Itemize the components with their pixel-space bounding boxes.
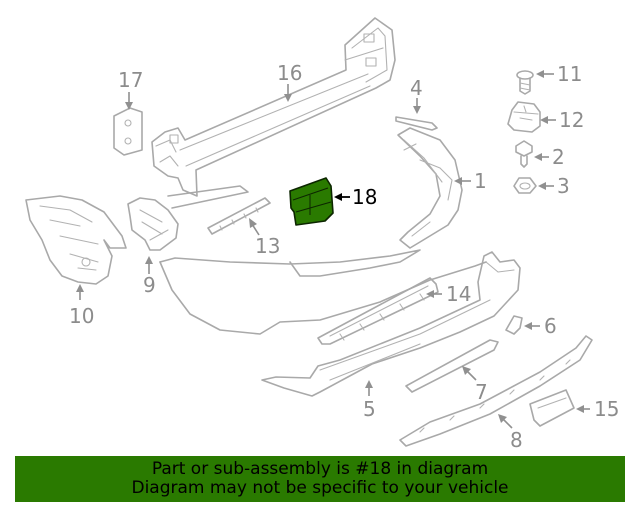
part-2-bolt bbox=[515, 140, 533, 168]
banner-line-2: Diagram may not be specific to your vehi… bbox=[131, 478, 509, 498]
part-13-bracket bbox=[207, 197, 271, 235]
diagram-notice-banner: Part or sub-assembly is #18 in diagram D… bbox=[15, 456, 625, 502]
part-18-highlighted[interactable] bbox=[289, 177, 334, 226]
callout-6[interactable]: 6 bbox=[544, 314, 557, 338]
parts-diagram: 17 16 4 11 12 2 3 1 18 13 9 10 14 6 5 7 … bbox=[25, 17, 619, 452]
callout-9[interactable]: 9 bbox=[143, 273, 156, 297]
part-17-bracket bbox=[113, 107, 143, 156]
callout-labels: 17 16 4 11 12 2 3 1 18 13 9 10 14 6 5 7 … bbox=[69, 61, 619, 452]
part-1-bumper-cover bbox=[159, 127, 487, 335]
callout-1[interactable]: 1 bbox=[474, 169, 487, 193]
part-7-trim-strip bbox=[405, 339, 499, 393]
part-8-lower-strip bbox=[399, 335, 593, 447]
callout-10[interactable]: 10 bbox=[69, 304, 94, 328]
part-6-clip bbox=[505, 315, 523, 335]
callout-16[interactable]: 16 bbox=[277, 61, 302, 85]
callout-3[interactable]: 3 bbox=[557, 174, 570, 198]
part-16-bumper-reinforcement bbox=[151, 17, 396, 197]
callout-15[interactable]: 15 bbox=[594, 397, 619, 421]
part-9-bracket bbox=[127, 185, 249, 251]
callout-17[interactable]: 17 bbox=[118, 68, 143, 92]
callout-2[interactable]: 2 bbox=[552, 145, 565, 169]
callout-18[interactable]: 18 bbox=[352, 185, 377, 209]
callout-13[interactable]: 13 bbox=[255, 234, 280, 258]
part-14-support-strip bbox=[317, 277, 439, 345]
callout-4[interactable]: 4 bbox=[410, 76, 423, 100]
part-11-screw bbox=[516, 70, 534, 95]
callout-8[interactable]: 8 bbox=[510, 428, 523, 452]
part-4-trim-strip bbox=[395, 116, 438, 131]
callout-11[interactable]: 11 bbox=[557, 62, 582, 86]
callout-14[interactable]: 14 bbox=[446, 282, 471, 306]
callout-7[interactable]: 7 bbox=[475, 380, 488, 404]
part-3-nut bbox=[513, 177, 537, 194]
callout-5[interactable]: 5 bbox=[363, 397, 376, 421]
part-5-lower-cover bbox=[261, 251, 521, 397]
part-15-cover-plate bbox=[529, 389, 575, 427]
callout-12[interactable]: 12 bbox=[559, 108, 584, 132]
part-12-clip-nut bbox=[507, 101, 541, 133]
banner-line-1: Part or sub-assembly is #18 in diagram bbox=[151, 459, 489, 479]
part-10-bracket bbox=[25, 195, 127, 285]
leader-lines bbox=[76, 70, 590, 429]
